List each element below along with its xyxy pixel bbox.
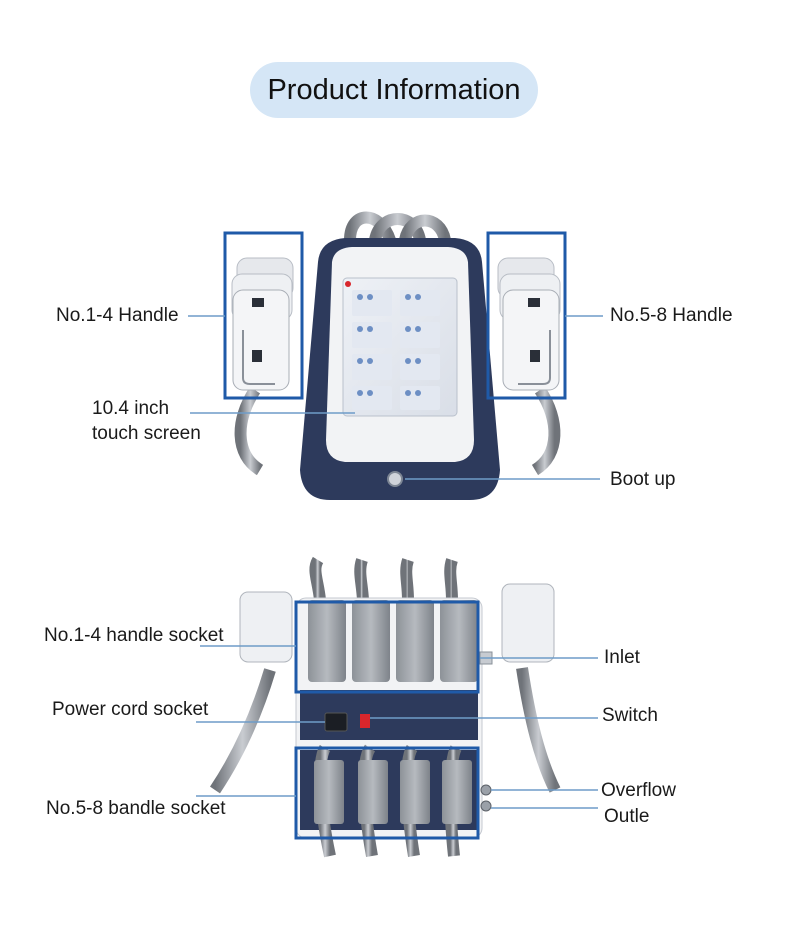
- front-tube-1: [344, 211, 396, 243]
- front-tube-left: [234, 386, 264, 476]
- back-leader-lines: [196, 645, 598, 809]
- label-outle: Outle: [604, 806, 650, 827]
- screen-icons: [352, 290, 440, 410]
- power-cord-socket-shape: [324, 712, 348, 732]
- screen-logo-dot: [345, 281, 351, 287]
- back-machine-illustration: [210, 556, 561, 858]
- right-handles: [497, 257, 561, 391]
- boot-button: [387, 471, 403, 487]
- socket-4: [440, 600, 478, 682]
- socket-1: [308, 600, 346, 682]
- front-tube-right: [531, 386, 561, 476]
- label-bandle-socket-5-8: No.5-8 bandle socket: [46, 798, 226, 819]
- label-no-1-4-handle: No.1-4 Handle: [56, 305, 179, 326]
- label-screen-size: 10.4 inch: [92, 398, 170, 419]
- title-pill: Product Information: [250, 62, 538, 118]
- label-handle-socket-1-4: No.1-4 handle socket: [44, 625, 224, 646]
- power-switch-shape: [360, 714, 370, 728]
- label-inlet: Inlet: [604, 647, 640, 668]
- label-power-cord-socket: Power cord socket: [52, 699, 209, 720]
- label-overflow: Overflow: [601, 780, 676, 801]
- label-touch-screen: touch screen: [92, 423, 201, 444]
- label-boot-up: Boot up: [610, 469, 676, 490]
- handle-socket-1-4-highlight: [294, 600, 480, 694]
- page-title: Product Information: [267, 73, 521, 106]
- label-switch: Switch: [602, 705, 658, 726]
- front-leader-lines: [188, 315, 603, 480]
- front-tube-3: [399, 214, 451, 242]
- left-handles: [231, 257, 294, 391]
- front-machine-illustration: [231, 211, 561, 500]
- socket-2: [352, 600, 390, 682]
- label-no-5-8-handle: No.5-8 Handle: [610, 305, 733, 326]
- front-tube-2: [369, 213, 426, 242]
- bandle-socket-5-8-highlight: [294, 746, 480, 840]
- socket-3: [396, 600, 434, 682]
